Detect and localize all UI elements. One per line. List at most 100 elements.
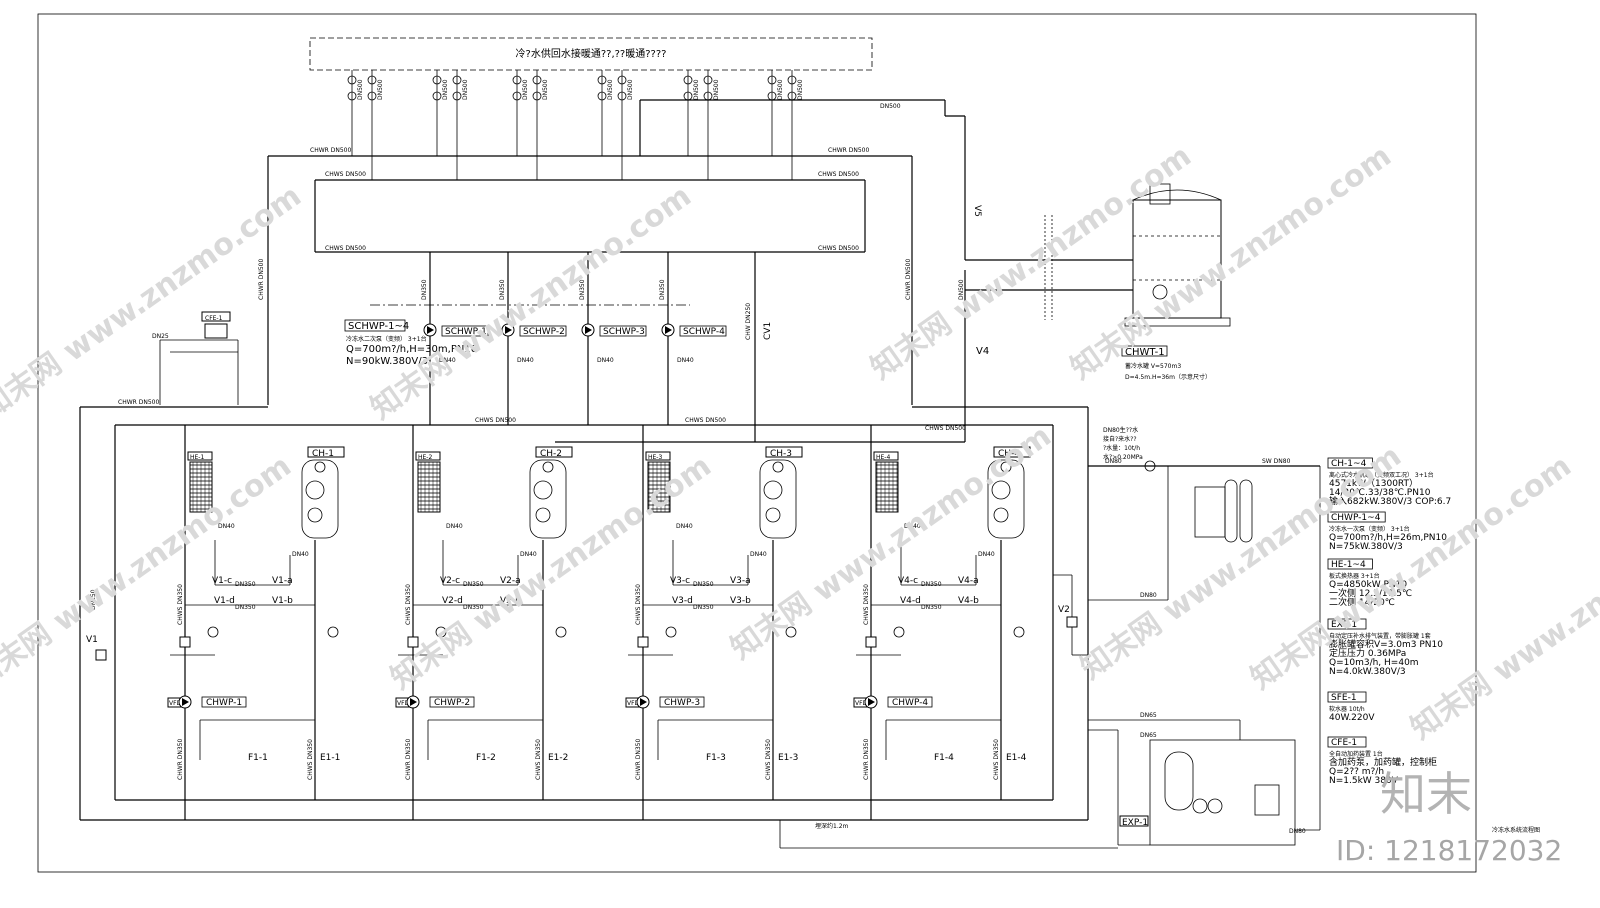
ch-tag: [765, 446, 803, 458]
gauge-icon: [532, 91, 542, 101]
compressor-icon: [307, 507, 323, 523]
flowmeter-icon: [179, 636, 191, 648]
exp-vessel: [1164, 751, 1194, 811]
gauge-icon: [347, 75, 357, 85]
he-tag: [415, 451, 441, 461]
valve-label-a: V2-a: [500, 576, 521, 586]
branch-size-label: DN500: [777, 79, 784, 100]
he-tag: [187, 451, 213, 461]
flowmeter-icon: [407, 636, 419, 648]
schwp-spec-title: SCHWP-1~4: [348, 321, 409, 332]
heat-exchanger-icon: [875, 461, 899, 513]
he-tag: [873, 451, 899, 461]
compressor-icon: [991, 480, 1011, 500]
makeup-line1: DN80生??水: [1103, 426, 1138, 434]
valve-label-a: V3-a: [730, 576, 751, 586]
label-dn500-top: DN500: [880, 103, 901, 110]
secondary-pump-label: SCHWP-4: [683, 327, 725, 337]
valve-label-c: V3-c: [670, 576, 690, 586]
gauge-icon: [452, 75, 462, 85]
makeup-water: DN80生??水 接自?来水?? ?水量：10t/h 水?>0.20MPa DN…: [1088, 426, 1321, 830]
exp-pump-2: [1207, 798, 1223, 814]
secondary-pump-tag: [441, 325, 489, 337]
size-label: DN40: [446, 523, 463, 530]
motor-icon: [1000, 461, 1012, 473]
valve-label-b: V4-b: [958, 596, 979, 606]
ch-label: CH-3: [770, 449, 792, 459]
drawing-frame: [37, 13, 1477, 873]
label-dn65-b: DN65: [1140, 732, 1157, 739]
secondary-pump-size: DN40: [677, 357, 694, 364]
pump-tag: [201, 696, 247, 708]
label-dn500-tank: DN500: [958, 279, 965, 300]
flowmeter-icon: [865, 636, 877, 648]
spec-tag: [1327, 511, 1386, 523]
gauge-icon: [785, 626, 797, 638]
schwp-spec-line2: Q=700m?/h,H=30m,PN10: [346, 344, 477, 355]
pump-arrow-icon: [427, 326, 434, 334]
secondary-pump-tag: [679, 325, 727, 337]
pump-arrow-icon: [585, 326, 592, 334]
exp-pump-1: [1192, 798, 1208, 814]
size-label: CHWR DN350: [863, 739, 870, 780]
gauge-icon: [367, 75, 377, 85]
f-label: F1-4: [934, 753, 954, 763]
label-chwr-plant: CHWR DN500: [118, 399, 159, 406]
label-v2: V2: [1058, 605, 1070, 615]
spec-line: Q=2?? m?/h: [1329, 767, 1384, 777]
pump-label: CHWP-1: [206, 698, 242, 708]
ch-tag: [535, 446, 573, 458]
compressor-icon: [305, 480, 325, 500]
spec-line: 4571kW（1300RT）: [1329, 478, 1418, 489]
expansion-unit: DN65 DN65 EXP-1 DN80 埋深约1.2m: [779, 712, 1320, 849]
valve-label-d: V3-d: [672, 596, 693, 606]
label-chws-lower-right: CHWS DN500: [818, 245, 859, 252]
size-label: CHWS DN350: [405, 584, 412, 625]
gauge-icon: [327, 626, 339, 638]
pump-label: CHWP-4: [892, 698, 928, 708]
tank-spec-line1: 蓄冷水罐 V=570m3: [1125, 362, 1181, 370]
gauge-icon: [532, 75, 542, 85]
gauge-icon: [683, 75, 693, 85]
gauge-icon: [555, 626, 567, 638]
motor-icon: [542, 461, 554, 473]
gauge-icon: [512, 91, 522, 101]
gauge-icon: [432, 75, 442, 85]
gauge-icon: [597, 75, 607, 85]
size-label: CHWS DN350: [535, 739, 542, 780]
size-label: DN350: [463, 581, 484, 588]
valve-label-d: V2-d: [442, 596, 463, 606]
header-note-box: [309, 37, 873, 71]
secondary-pump-size: DN40: [597, 357, 614, 364]
motor-icon: [314, 461, 326, 473]
label-chwr-main: CHWR DN500: [310, 147, 351, 154]
chiller-icon: [301, 459, 339, 539]
branch-size-label: DN500: [522, 79, 529, 100]
label-dn65: DN65: [1140, 712, 1157, 719]
size-label: DN350: [693, 581, 714, 588]
cfe-tank-icon: [204, 323, 228, 339]
secondary-pump-size: DN40: [439, 357, 456, 364]
gauge-icon: [787, 75, 797, 85]
chiller-icon: [987, 459, 1025, 539]
pump-tag: [887, 696, 933, 708]
valve-label-b: V2-b: [500, 596, 521, 606]
watermark-text: 知末网 www.znzmo.com: [365, 179, 698, 427]
makeup-line3: ?水量：10t/h: [1103, 444, 1140, 452]
gauge-icon: [452, 91, 462, 101]
size-label: CHWS DN350: [765, 739, 772, 780]
label-chwr-right: CHWR DN500: [905, 259, 912, 300]
e-label: E1-1: [320, 753, 340, 763]
chiller-icon: [529, 459, 567, 539]
spec-title: CFE-1: [1331, 738, 1357, 748]
branch-size-label: DN500: [627, 79, 634, 100]
ch-label: CH-2: [540, 449, 562, 459]
size-label: DN40: [750, 551, 767, 558]
spec-tag: [1327, 736, 1367, 748]
ch-tag: [307, 446, 345, 458]
spec-line: 膨胀罐容积V=3.0m3 PN10: [1329, 638, 1443, 650]
spec-line: 冷冻水一次泵（变频） 3+1台: [1329, 525, 1410, 533]
bypass-v1: V1 DN250: [86, 589, 107, 661]
